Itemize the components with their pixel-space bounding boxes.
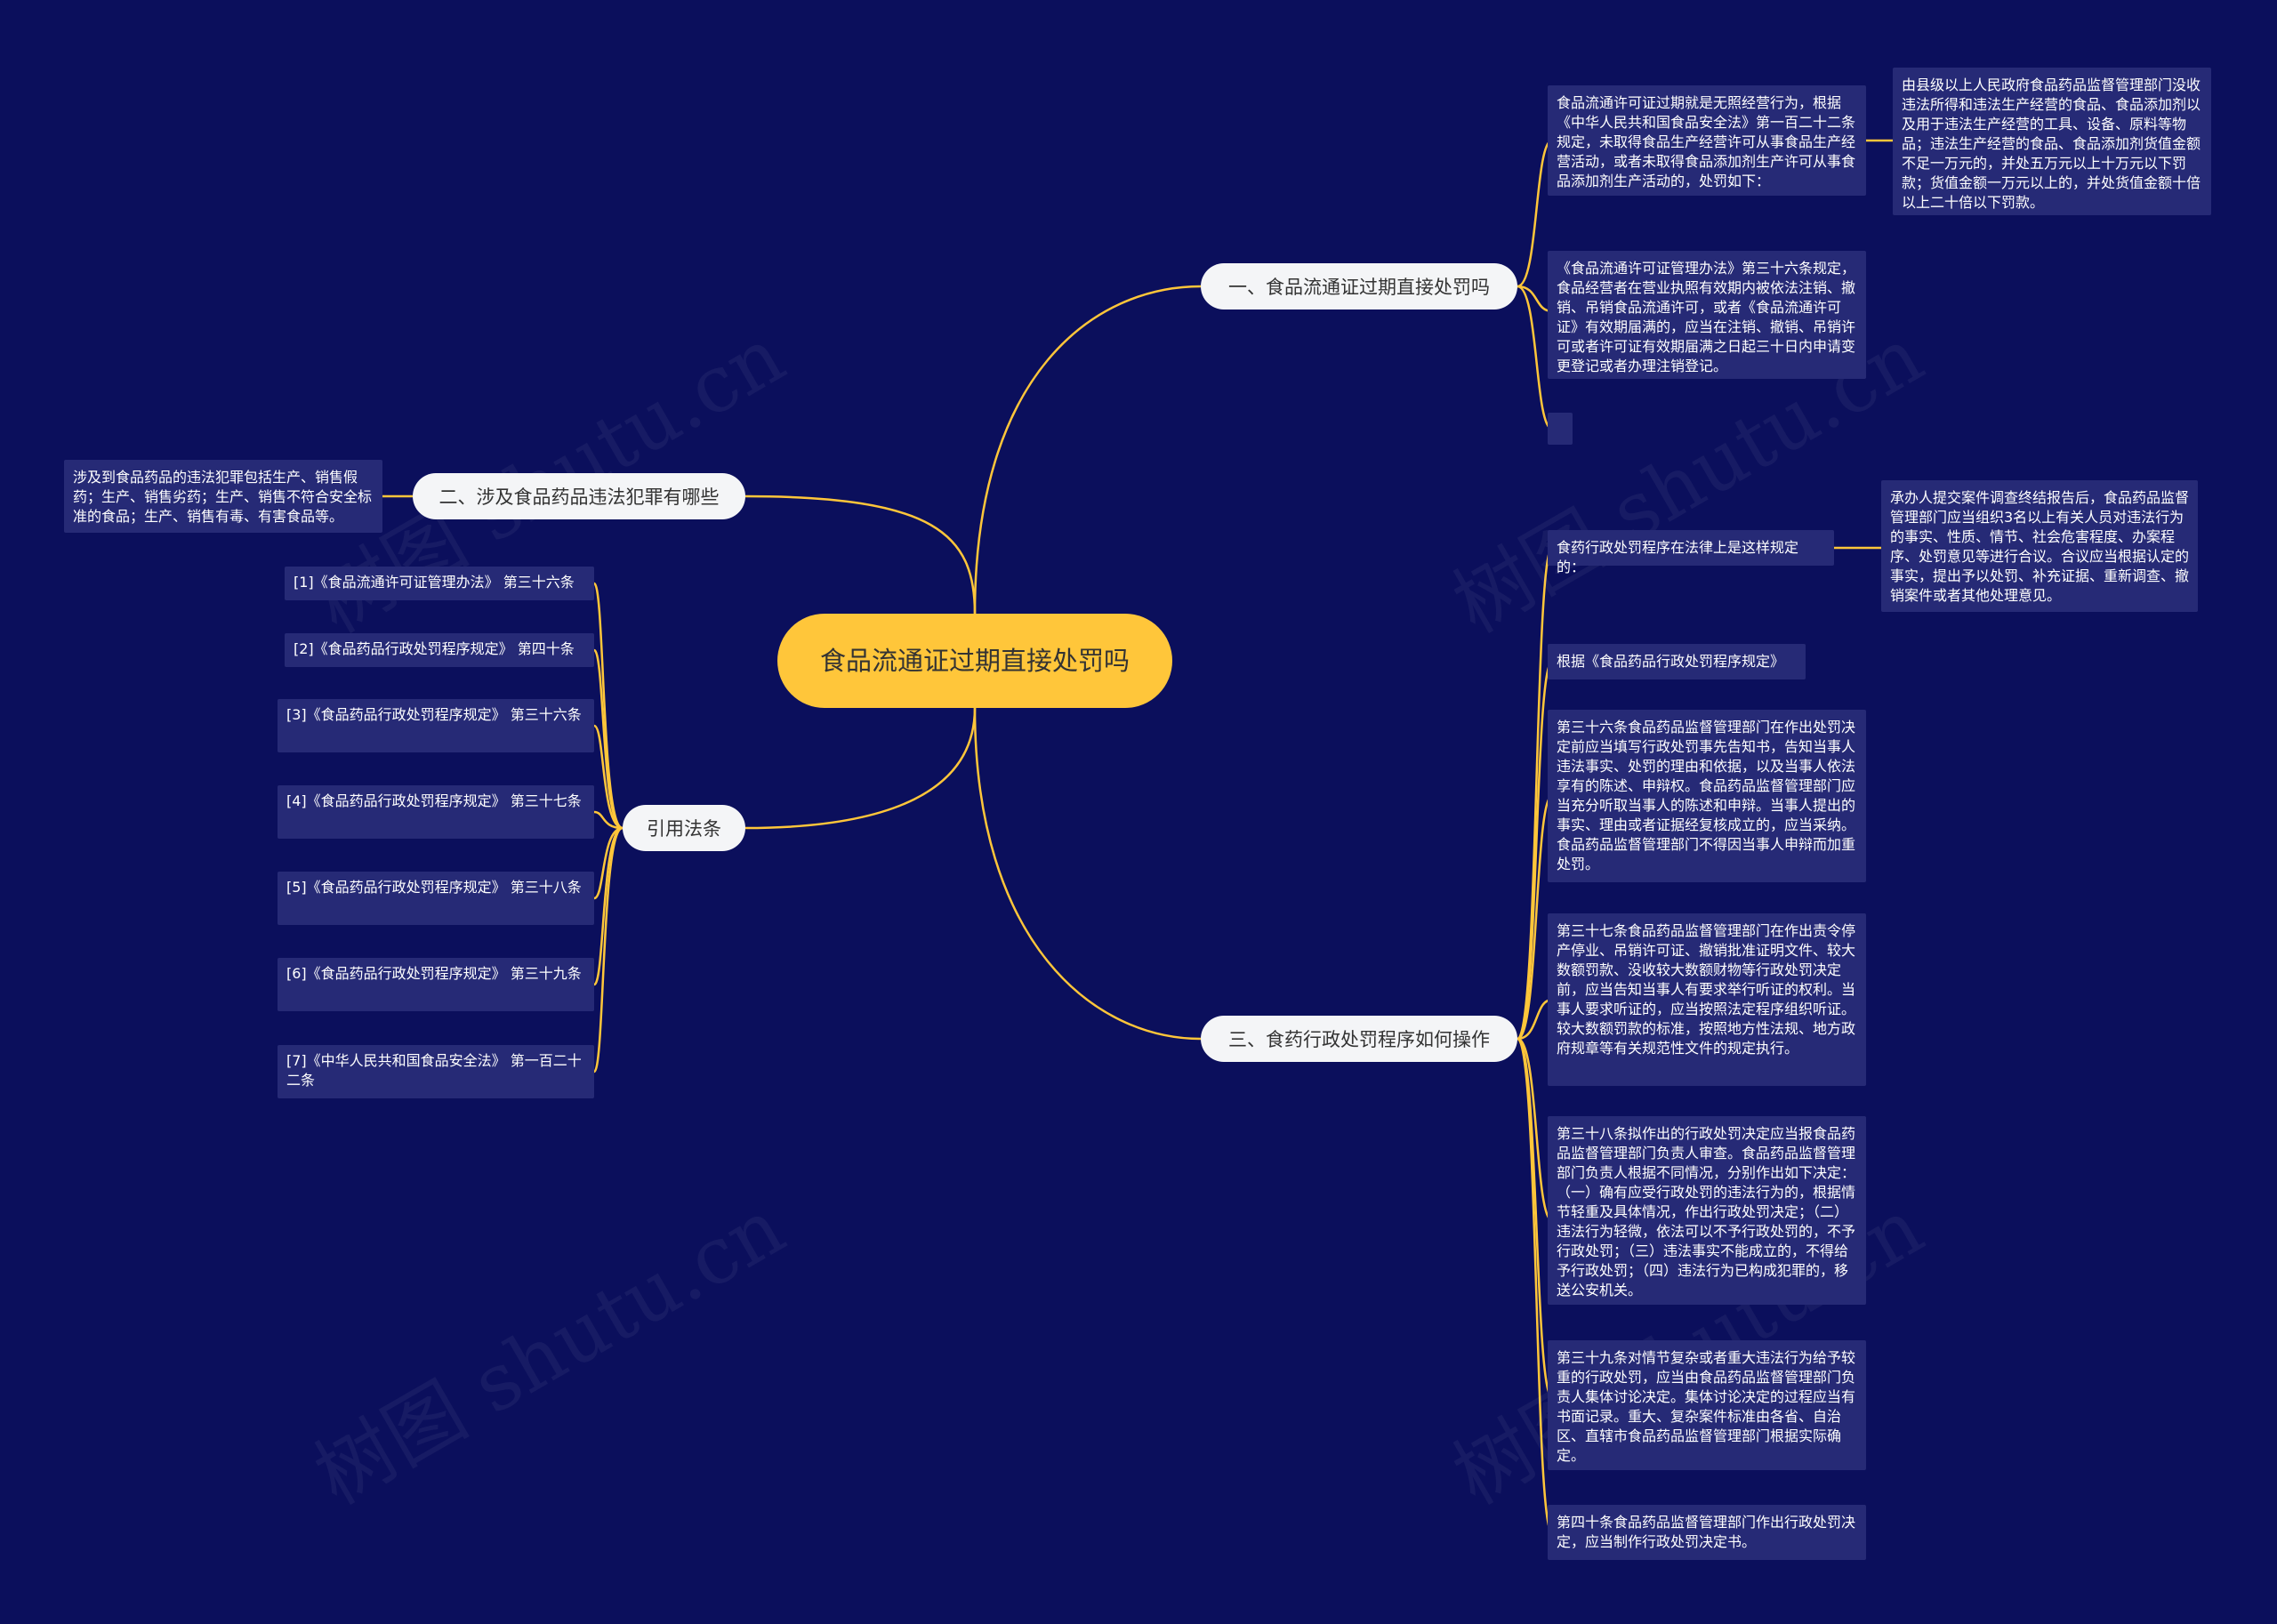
link-root-b2 bbox=[744, 494, 977, 615]
b4-ref-7[interactable]: [7]《中华人民共和国食品安全法》 第一百二十二条 bbox=[278, 1045, 594, 1098]
b3-leaf-2[interactable]: 根据《食品药品行政处罚程序规定》 bbox=[1548, 644, 1806, 679]
link-b1-1 bbox=[1517, 139, 1553, 288]
link-b1-3 bbox=[1517, 285, 1553, 430]
link-root-b1 bbox=[973, 285, 1202, 615]
b4-ref-3[interactable]: [3]《食品药品行政处罚程序规定》 第三十六条 bbox=[278, 699, 594, 752]
b1-leaf-3[interactable] bbox=[1548, 413, 1573, 445]
link-b4-4 bbox=[593, 810, 624, 830]
b2-leaf-1[interactable]: 涉及到食品药品的违法犯罪包括生产、销售假药；生产、销售劣药；生产、销售不符合安全… bbox=[64, 460, 382, 533]
b3-leaf-4[interactable]: 第三十七条食品药品监督管理部门在作出责令停产停业、吊销许可证、撤销批准证明文件、… bbox=[1548, 913, 1866, 1086]
b4-ref-2[interactable]: [2]《食品药品行政处罚程序规定》 第四十条 bbox=[285, 633, 594, 667]
b4-ref-1[interactable]: [1]《食品流通许可证管理办法》 第三十六条 bbox=[285, 567, 594, 600]
link-b4-7 bbox=[592, 826, 624, 1073]
b1-leaf-2[interactable]: 《食品流通许可证管理办法》第三十六条规定，食品经营者在营业执照有效期内被依法注销… bbox=[1548, 251, 1866, 379]
b4-ref-4[interactable]: [4]《食品药品行政处罚程序规定》 第三十七条 bbox=[278, 785, 594, 839]
link-b3-7 bbox=[1516, 1037, 1554, 1534]
link-b4-3 bbox=[592, 724, 624, 830]
link-b4-2 bbox=[592, 648, 624, 830]
b3-leaf-1[interactable]: 食药行政处罚程序在法律上是这样规定的： bbox=[1548, 530, 1834, 575]
b3-leaf-6[interactable]: 第三十九条对情节复杂或者重大违法行为给予较重的行政处罚，应当由食品药品监督管理部… bbox=[1548, 1340, 1866, 1470]
branch-4[interactable]: 引用法条 bbox=[623, 805, 745, 851]
b1-leaf-1[interactable]: 食品流通许可证过期就是无照经营行为，根据《中华人民共和国食品安全法》第一百二十二… bbox=[1548, 85, 1866, 196]
b1-sub-leaf[interactable]: 由县级以上人民政府食品药品监督管理部门没收违法所得和违法生产经营的食品、食品添加… bbox=[1893, 68, 2211, 215]
link-b3-4 bbox=[1517, 998, 1553, 1041]
b3-leaf-5[interactable]: 第三十八条拟作出的行政处罚决定应当报食品药品监督管理部门负责人审查。食品药品监督… bbox=[1548, 1116, 1866, 1305]
link-b4-5 bbox=[593, 826, 624, 900]
root-topic[interactable]: 食品流通证过期直接处罚吗 bbox=[777, 614, 1172, 708]
link-b3-3 bbox=[1517, 794, 1554, 1041]
link-root-b3 bbox=[973, 707, 1202, 1041]
link-b4-6 bbox=[592, 826, 624, 986]
b3-sub-leaf[interactable]: 承办人提交案件调查终结报告后，食品药品监督管理部门应当组织3名以上有关人员对违法… bbox=[1881, 480, 2198, 612]
branch-1[interactable]: 一、食品流通证过期直接处罚吗 bbox=[1201, 263, 1517, 310]
b3-leaf-7[interactable]: 第四十条食品药品监督管理部门作出行政处罚决定，应当制作行政处罚决定书。 bbox=[1548, 1505, 1866, 1560]
link-b4-1 bbox=[592, 582, 624, 830]
link-root-b4 bbox=[744, 707, 977, 830]
b3-leaf-3[interactable]: 第三十六条食品药品监督管理部门在作出处罚决定前应当填写行政处罚事先告知书，告知当… bbox=[1548, 710, 1866, 882]
link-b3-2 bbox=[1516, 660, 1554, 1041]
link-b3-5 bbox=[1517, 1037, 1553, 1222]
b4-ref-5[interactable]: [5]《食品药品行政处罚程序规定》 第三十八条 bbox=[278, 872, 594, 925]
b4-ref-6[interactable]: [6]《食品药品行政处罚程序规定》 第三十九条 bbox=[278, 958, 594, 1011]
branch-3[interactable]: 三、食药行政处罚程序如何操作 bbox=[1201, 1016, 1517, 1062]
branch-2[interactable]: 二、涉及食品药品违法犯罪有哪些 bbox=[413, 473, 745, 519]
